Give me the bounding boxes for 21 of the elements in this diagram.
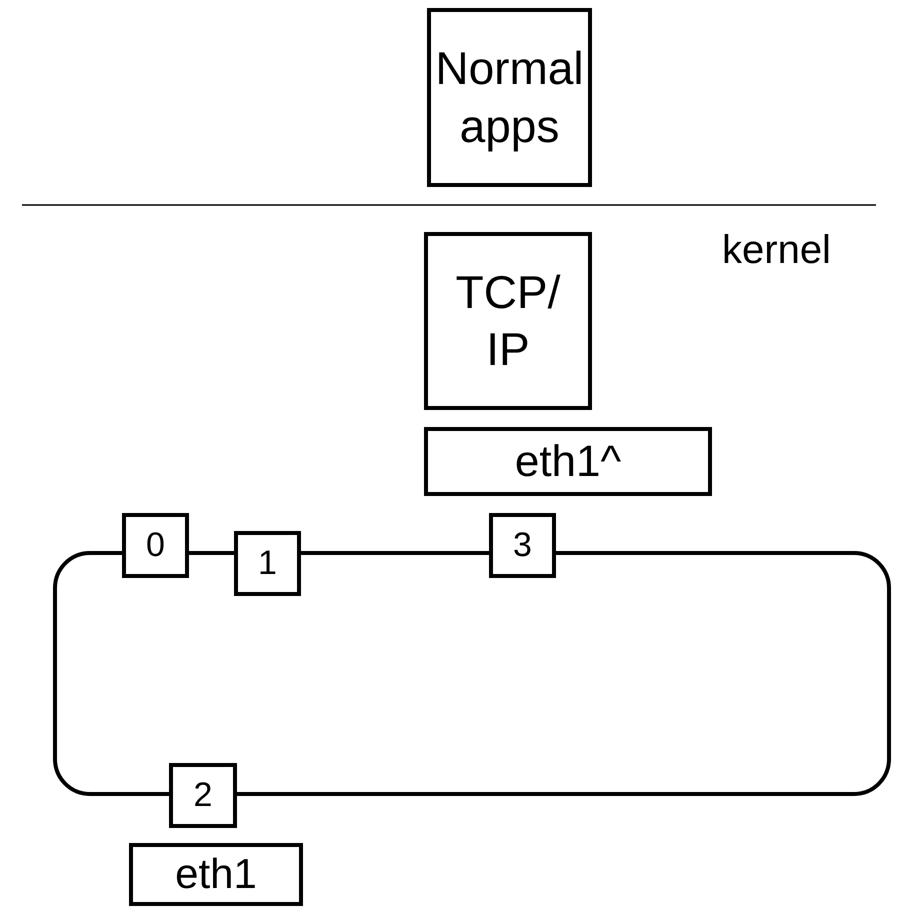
- ring-connector: [237, 551, 891, 796]
- box-label: 0: [146, 525, 165, 566]
- box-label: 2: [194, 775, 212, 816]
- ring-connector: [301, 551, 489, 555]
- ring-connector: [53, 551, 169, 796]
- port-box: [234, 531, 301, 596]
- box-label: Normal apps: [434, 41, 585, 154]
- box-label: eth1^: [514, 436, 622, 488]
- block-box: [427, 8, 592, 187]
- port-box: [169, 763, 237, 828]
- port-box: [489, 513, 556, 578]
- block-box: [424, 427, 712, 496]
- box-label: TCP/ IP: [454, 264, 562, 377]
- region-label: kernel: [722, 228, 831, 273]
- port-box: [122, 513, 189, 578]
- box-label: eth1: [175, 849, 257, 900]
- box-label: 1: [258, 543, 277, 584]
- box-label: 3: [513, 525, 532, 566]
- block-box: [424, 232, 592, 410]
- ring-connector: [189, 551, 234, 555]
- block-box: [129, 843, 303, 906]
